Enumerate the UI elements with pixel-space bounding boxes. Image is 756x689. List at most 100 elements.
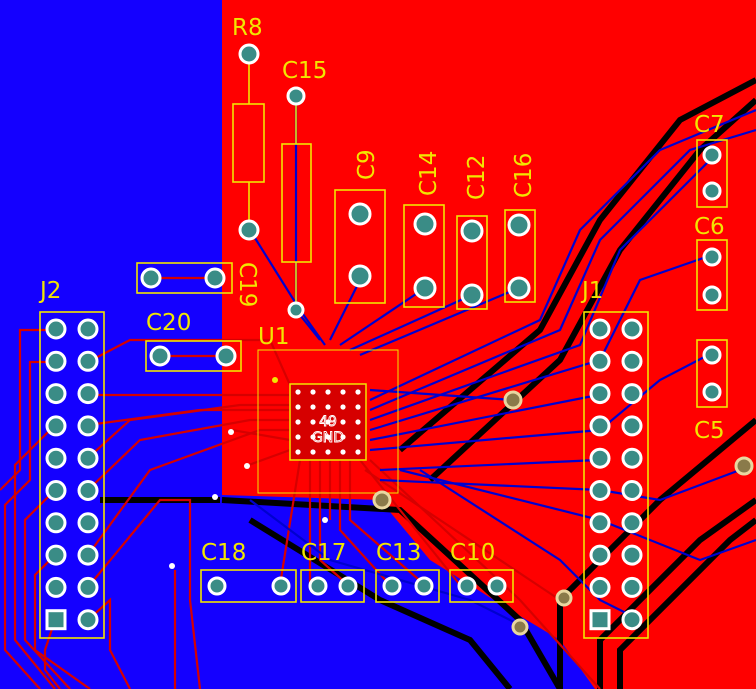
- c13-pad-2[interactable]: [414, 576, 434, 596]
- j2-pin[interactable]: [45, 512, 67, 534]
- c12-capacitor[interactable]: C12: [456, 155, 490, 310]
- j1-pin[interactable]: [589, 447, 611, 469]
- c5-label: C5: [694, 418, 725, 444]
- j1-pin[interactable]: [589, 480, 611, 501]
- c14-pad-1[interactable]: [413, 212, 437, 236]
- micro-via[interactable]: [212, 494, 218, 500]
- j1-pin[interactable]: [589, 512, 611, 534]
- c14-pad-2[interactable]: [413, 276, 437, 300]
- c6-pad-1[interactable]: [702, 247, 722, 267]
- c18-pad-1[interactable]: [207, 576, 227, 596]
- c18-pad-2[interactable]: [271, 576, 291, 596]
- c20-pad-1[interactable]: [149, 345, 171, 367]
- c17-pad-2[interactable]: [338, 576, 358, 596]
- c14-capacitor[interactable]: C14: [403, 151, 445, 308]
- j1-pin[interactable]: [589, 544, 611, 566]
- j2-pin[interactable]: [77, 447, 99, 469]
- j1-pin[interactable]: [621, 480, 643, 501]
- c9-pad-1[interactable]: [348, 202, 372, 226]
- c19-pad-2[interactable]: [204, 267, 226, 289]
- c20-pad-2[interactable]: [215, 345, 237, 367]
- c13-pad-1[interactable]: [382, 576, 402, 596]
- j2-pin[interactable]: [77, 544, 99, 566]
- j2-pin[interactable]: [77, 512, 99, 534]
- j1-pin[interactable]: [621, 576, 643, 598]
- j2-pin[interactable]: [45, 480, 67, 501]
- j1-pin[interactable]: [621, 318, 643, 340]
- c16-pad-2[interactable]: [507, 276, 531, 300]
- micro-via[interactable]: [244, 463, 250, 469]
- via[interactable]: [734, 456, 754, 476]
- r8-resistor[interactable]: R8: [232, 15, 265, 241]
- micro-via[interactable]: [228, 429, 234, 435]
- j1-pin[interactable]: [621, 544, 643, 566]
- j2-header[interactable]: J2: [38, 278, 105, 639]
- j1-pin[interactable]: [589, 415, 611, 437]
- micro-via[interactable]: [322, 517, 328, 523]
- c16-capacitor[interactable]: C16: [504, 153, 537, 303]
- via[interactable]: [555, 589, 573, 607]
- j2-pin[interactable]: [45, 415, 67, 437]
- u1-ic[interactable]: 49 GND: [257, 349, 399, 494]
- j1-pin[interactable]: [589, 576, 611, 598]
- via[interactable]: [372, 490, 392, 510]
- j1-pin[interactable]: [589, 350, 611, 372]
- j2-pin[interactable]: [45, 383, 67, 405]
- j2-pin[interactable]: [45, 447, 67, 469]
- j1-pin[interactable]: [621, 512, 643, 534]
- c9-pad-2[interactable]: [348, 264, 372, 288]
- c19-capacitor[interactable]: C19: [136, 262, 260, 307]
- j2-pin[interactable]: [45, 544, 67, 566]
- c19-pad-1[interactable]: [140, 267, 162, 289]
- j1-pin[interactable]: [621, 447, 643, 469]
- c7-capacitor[interactable]: C7: [694, 112, 728, 208]
- j2-pin[interactable]: [77, 576, 99, 598]
- via[interactable]: [503, 390, 523, 410]
- j2-pin[interactable]: [45, 318, 67, 340]
- j1-pin[interactable]: [589, 609, 611, 631]
- via[interactable]: [511, 618, 529, 636]
- c9-capacitor[interactable]: C9: [334, 149, 386, 304]
- c15-pad-1[interactable]: [286, 86, 306, 106]
- c10-pad-1[interactable]: [457, 576, 477, 596]
- c5-pad-1[interactable]: [702, 345, 722, 365]
- c10-pad-2[interactable]: [487, 576, 507, 596]
- r8-pad-2[interactable]: [238, 219, 260, 241]
- j2-pin[interactable]: [45, 609, 67, 631]
- j2-pin[interactable]: [45, 576, 67, 598]
- j1-pin[interactable]: [621, 383, 643, 405]
- c15-capacitor[interactable]: C15: [281, 58, 327, 319]
- c20-capacitor[interactable]: C20: [145, 310, 242, 372]
- j1-pin[interactable]: [621, 350, 643, 372]
- j1-pin[interactable]: [589, 383, 611, 405]
- j2-pin[interactable]: [45, 350, 67, 372]
- c12-pad-2[interactable]: [460, 283, 484, 307]
- c12-pad-1[interactable]: [460, 219, 484, 243]
- c17-pad-1[interactable]: [308, 576, 328, 596]
- j2-pin[interactable]: [77, 609, 99, 631]
- c7-pad-1[interactable]: [702, 145, 722, 165]
- c17-capacitor[interactable]: C17: [300, 540, 365, 603]
- c7-pad-2[interactable]: [702, 181, 722, 201]
- j2-pin[interactable]: [77, 318, 99, 340]
- c5-pad-2[interactable]: [702, 382, 722, 402]
- j2-pin[interactable]: [77, 350, 99, 372]
- j2-pin[interactable]: [77, 480, 99, 501]
- c10-capacitor[interactable]: C10: [449, 540, 514, 603]
- r8-pad-1[interactable]: [238, 43, 260, 65]
- micro-via[interactable]: [169, 563, 175, 569]
- c5-capacitor[interactable]: C5: [694, 339, 728, 444]
- j1-pin[interactable]: [589, 318, 611, 340]
- c6-pad-2[interactable]: [702, 285, 722, 305]
- c15-pad-2[interactable]: [287, 301, 305, 319]
- c6-capacitor[interactable]: C6: [694, 214, 728, 311]
- j2-pin[interactable]: [77, 415, 99, 437]
- c16-pad-1[interactable]: [507, 213, 531, 237]
- thermal-via: [340, 404, 346, 410]
- j1-pin[interactable]: [621, 415, 643, 437]
- c13-capacitor[interactable]: C13: [375, 540, 440, 603]
- j1-header[interactable]: J1: [580, 278, 649, 639]
- j2-pin[interactable]: [77, 383, 99, 405]
- c18-capacitor[interactable]: C18: [200, 540, 297, 603]
- j1-pin[interactable]: [621, 609, 643, 631]
